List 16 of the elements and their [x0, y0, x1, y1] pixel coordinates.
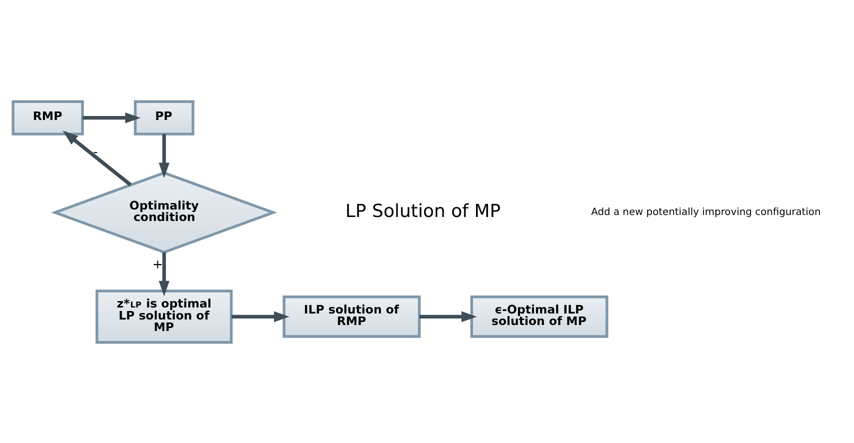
node-box: RMP	[12, 100, 84, 135]
node-box: ILP solution of RMP	[282, 295, 421, 338]
node-box: PP	[134, 100, 194, 135]
label: LP Solution of MP	[345, 200, 501, 222]
arrow	[158, 134, 170, 178]
arrow	[158, 252, 170, 296]
label: Add a new potentially improving configuration	[591, 206, 821, 218]
edge-label: +	[152, 256, 163, 272]
arrow	[62, 130, 132, 186]
arrow	[232, 310, 290, 322]
node-box: z*LP is optimal LP solution of MP	[96, 289, 233, 344]
arrow	[82, 112, 141, 123]
node-diamond: Optimality condition	[51, 170, 278, 254]
node-box: ϵ-Optimal ILP solution of MP	[470, 295, 608, 338]
arrow	[419, 310, 477, 322]
edge-label: -	[93, 143, 98, 158]
